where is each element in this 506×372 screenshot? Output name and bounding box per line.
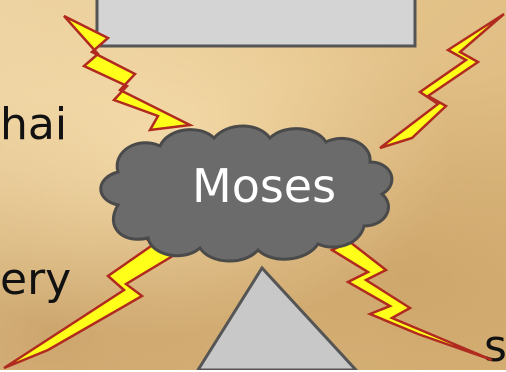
mountain-shape (198, 268, 356, 370)
cloud-label: Moses (192, 163, 336, 209)
lightning-bolt-bottom-right-icon (332, 242, 492, 360)
top-box (97, 0, 415, 46)
